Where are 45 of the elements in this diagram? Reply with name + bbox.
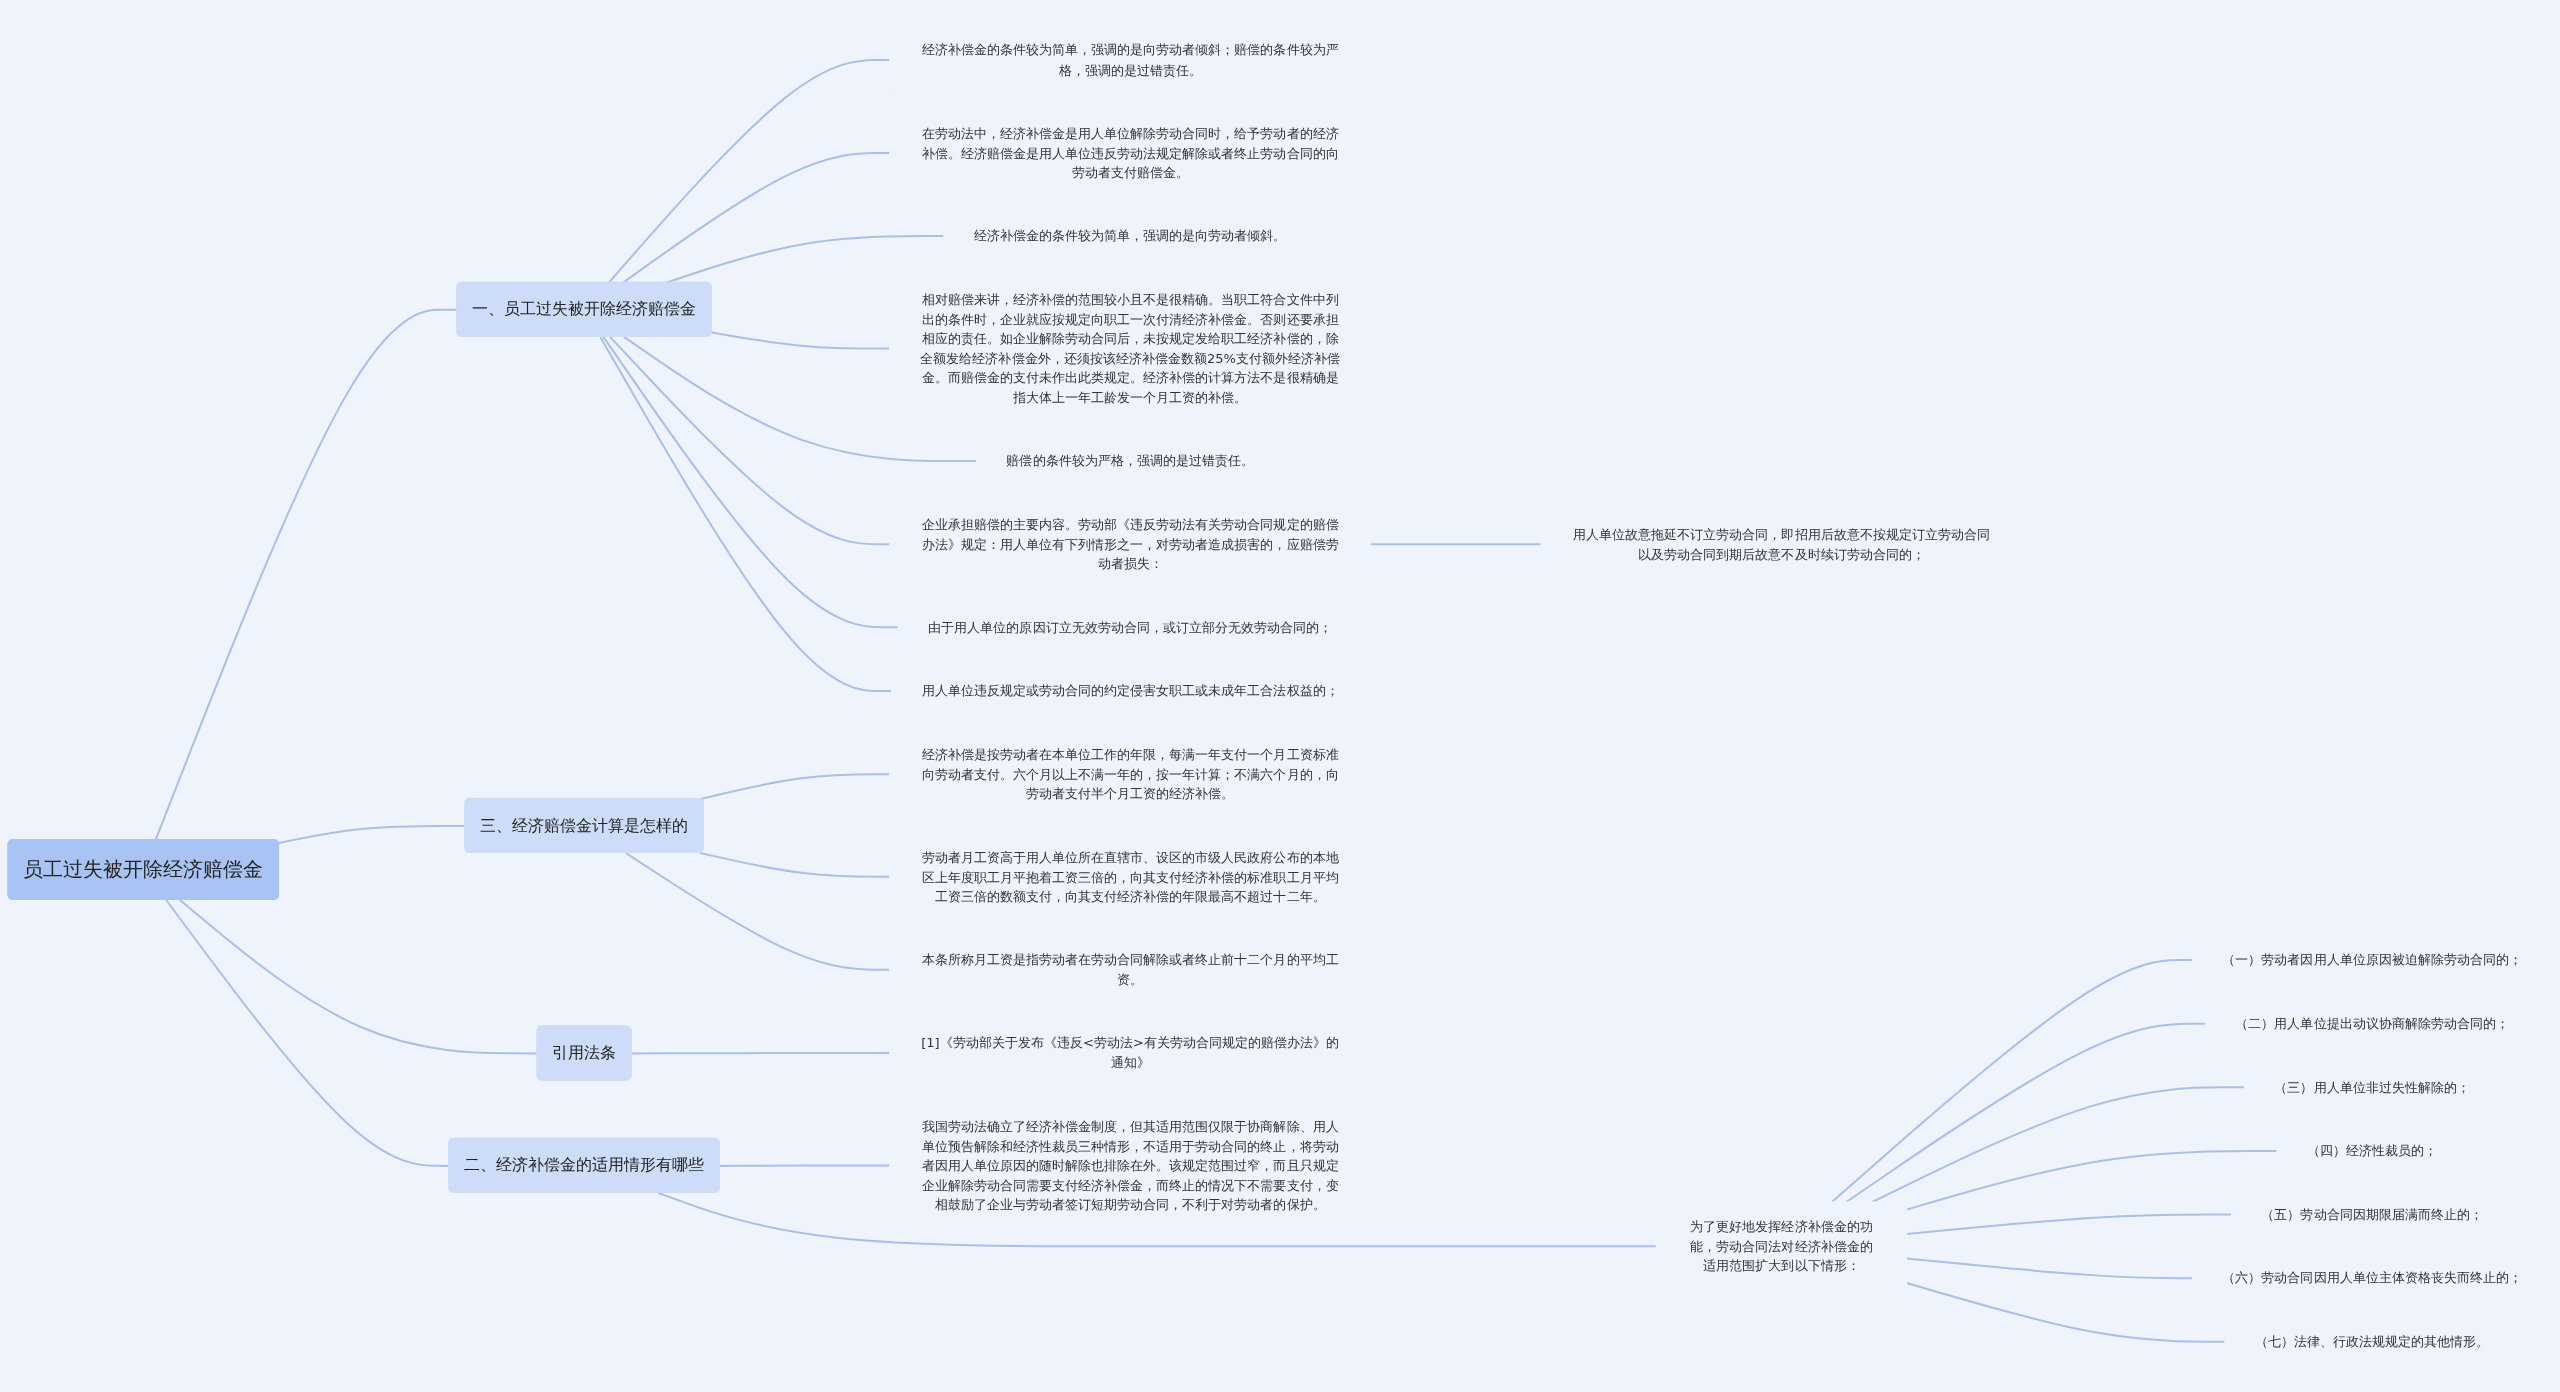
- node-text: （六）劳动合同因用人单位主体资格丧失而终止的；: [2222, 1270, 2522, 1286]
- connector: [1905, 1149, 2278, 1211]
- node-text: （七）法律、行政法规规定的其他情形。: [2254, 1334, 2490, 1350]
- connector: [609, 335, 891, 546]
- connector: [699, 851, 891, 878]
- connector: [657, 1191, 1658, 1248]
- node-text: 赔偿的条件较为严格，强调的是过错责任。: [1006, 453, 1254, 469]
- connector: [622, 335, 978, 463]
- node-text: 相对赔偿来讲，经济补偿的范围较小且不是很精确。当职工符合文件中列出的条件时，企业就应按规定向职工一次付清经济补偿金。否则还要承担相应的责任。如企业解除劳动合同后，未按规定发给职工经济补偿的，除全额发给经济补偿金外，还须按该经济补偿金数额25%支付额外经济补偿金。而赔偿金的支付未作出此类规定。经济补偿的计算方法不是很精确是指大体上一年工龄发一个月工资的补偿。: [920, 291, 1341, 405]
- connector: [630, 1051, 891, 1055]
- connector: [1905, 1282, 2226, 1343]
- connector: [718, 1164, 891, 1167]
- connector: [699, 773, 891, 801]
- node-text: 企业承担赔偿的主要内容。劳动部《违反劳动法有关劳动合同规定的赔偿办法》规定：用人单位有下列情形之一，对劳动者造成损害的，应赔偿劳动者损失：: [921, 516, 1339, 572]
- connector: [1905, 1213, 2233, 1236]
- node-text: 由于用人单位的原因订立无效劳动合同，或订立部分无效劳动合同的；: [928, 619, 1333, 635]
- node-text: 本条所称月工资是指劳动者在劳动合同解除或者终止前十二个月的平均工资。: [921, 952, 1339, 987]
- node-text: 经济补偿是按劳动者在本单位工作的年限，每满一年支付一个月工资标准向劳动者支付。六个月以上不满一年的，按一年计算；不满六个月的，向劳动者支付半个月工资的经济补偿。: [921, 746, 1339, 801]
- node-text: [1]《劳动部关于发布《违反<劳动法>有关劳动合同规定的赔偿办法》的通知》: [921, 1035, 1340, 1070]
- connector: [1845, 1022, 2207, 1203]
- connector: [1905, 1257, 2194, 1280]
- node-text: 劳动者月工资高于用人单位所在直辖市、设区的市级人民政府公布的本地区上年度职工月平抱着工资三倍的，向其支付经济补偿的标准职工月平均工资三倍的数额支付，向其支付经济补偿的年限最高不超过十二年。: [921, 849, 1339, 904]
- connector: [710, 331, 891, 350]
- node-text: 经济补偿金的条件较为简单，强调的是向劳动者倾斜。: [973, 228, 1287, 244]
- node-text: （五）劳动合同因期限届满而终止的；: [2261, 1206, 2483, 1222]
- node-text: 我国劳动法确立了经济补偿金制度，但其适用范围仅限于协商解除、用人单位预告解除和经济性裁员三种情形，不适用于劳动合同的终止，将劳动者因用人单位原因的随时解除也排除在外。该规定范围过窄，而且只规定企业解除劳动合同需要支付经济补偿金，而终止的情况下不需要支付，变相鼓励了企业与劳动者签订短期劳动合同，不利于对劳动者的保护。: [921, 1118, 1339, 1212]
- connector: [665, 235, 945, 284]
- connector: [624, 852, 891, 971]
- connector: [599, 335, 893, 692]
- node-text: （一）劳动者因用人单位原因被迫解除劳动合同的；: [2222, 952, 2522, 968]
- node-text: 用人单位违反规定或劳动合同的约定侵害女职工或未成年工合法权益的；: [921, 683, 1339, 699]
- node-text: 经济补偿金的条件较为简单，强调的是向劳动者倾斜；赔偿的条件较为严格，强调的是过错责任。: [921, 42, 1339, 78]
- connector: [1871, 1086, 2246, 1203]
- connector: [602, 335, 900, 629]
- connector: [607, 59, 891, 284]
- node-text: （三）用人单位非过失性解除的；: [2274, 1079, 2470, 1095]
- node-text: （四）经济性裁员的；: [2307, 1143, 2438, 1159]
- connector: [621, 151, 891, 284]
- node-text: 用人单位故意拖延不订立劳动合同，即招用后故意不按规定订立劳动合同以及劳动合同到期后故意不及时续订劳动合同的；: [1573, 526, 1990, 562]
- node-text: 在劳动法中，经济补偿金是用人单位解除劳动合同时，给予劳动者的经济补偿。经济赔偿金是用人单位违反劳动法规定解除或者终止劳动合同的向劳动者支付赔偿金。: [921, 125, 1339, 180]
- connector: [1369, 543, 1542, 546]
- node-text: （二）用人单位提出动议协商解除劳动合同的；: [2235, 1015, 2509, 1031]
- connector: [178, 899, 539, 1055]
- connector: [1830, 959, 2194, 1203]
- node-text: 为了更好地发挥经济补偿金的功能，劳动合同法对经济补偿金的适用范围扩大到以下情形：: [1690, 1219, 1873, 1274]
